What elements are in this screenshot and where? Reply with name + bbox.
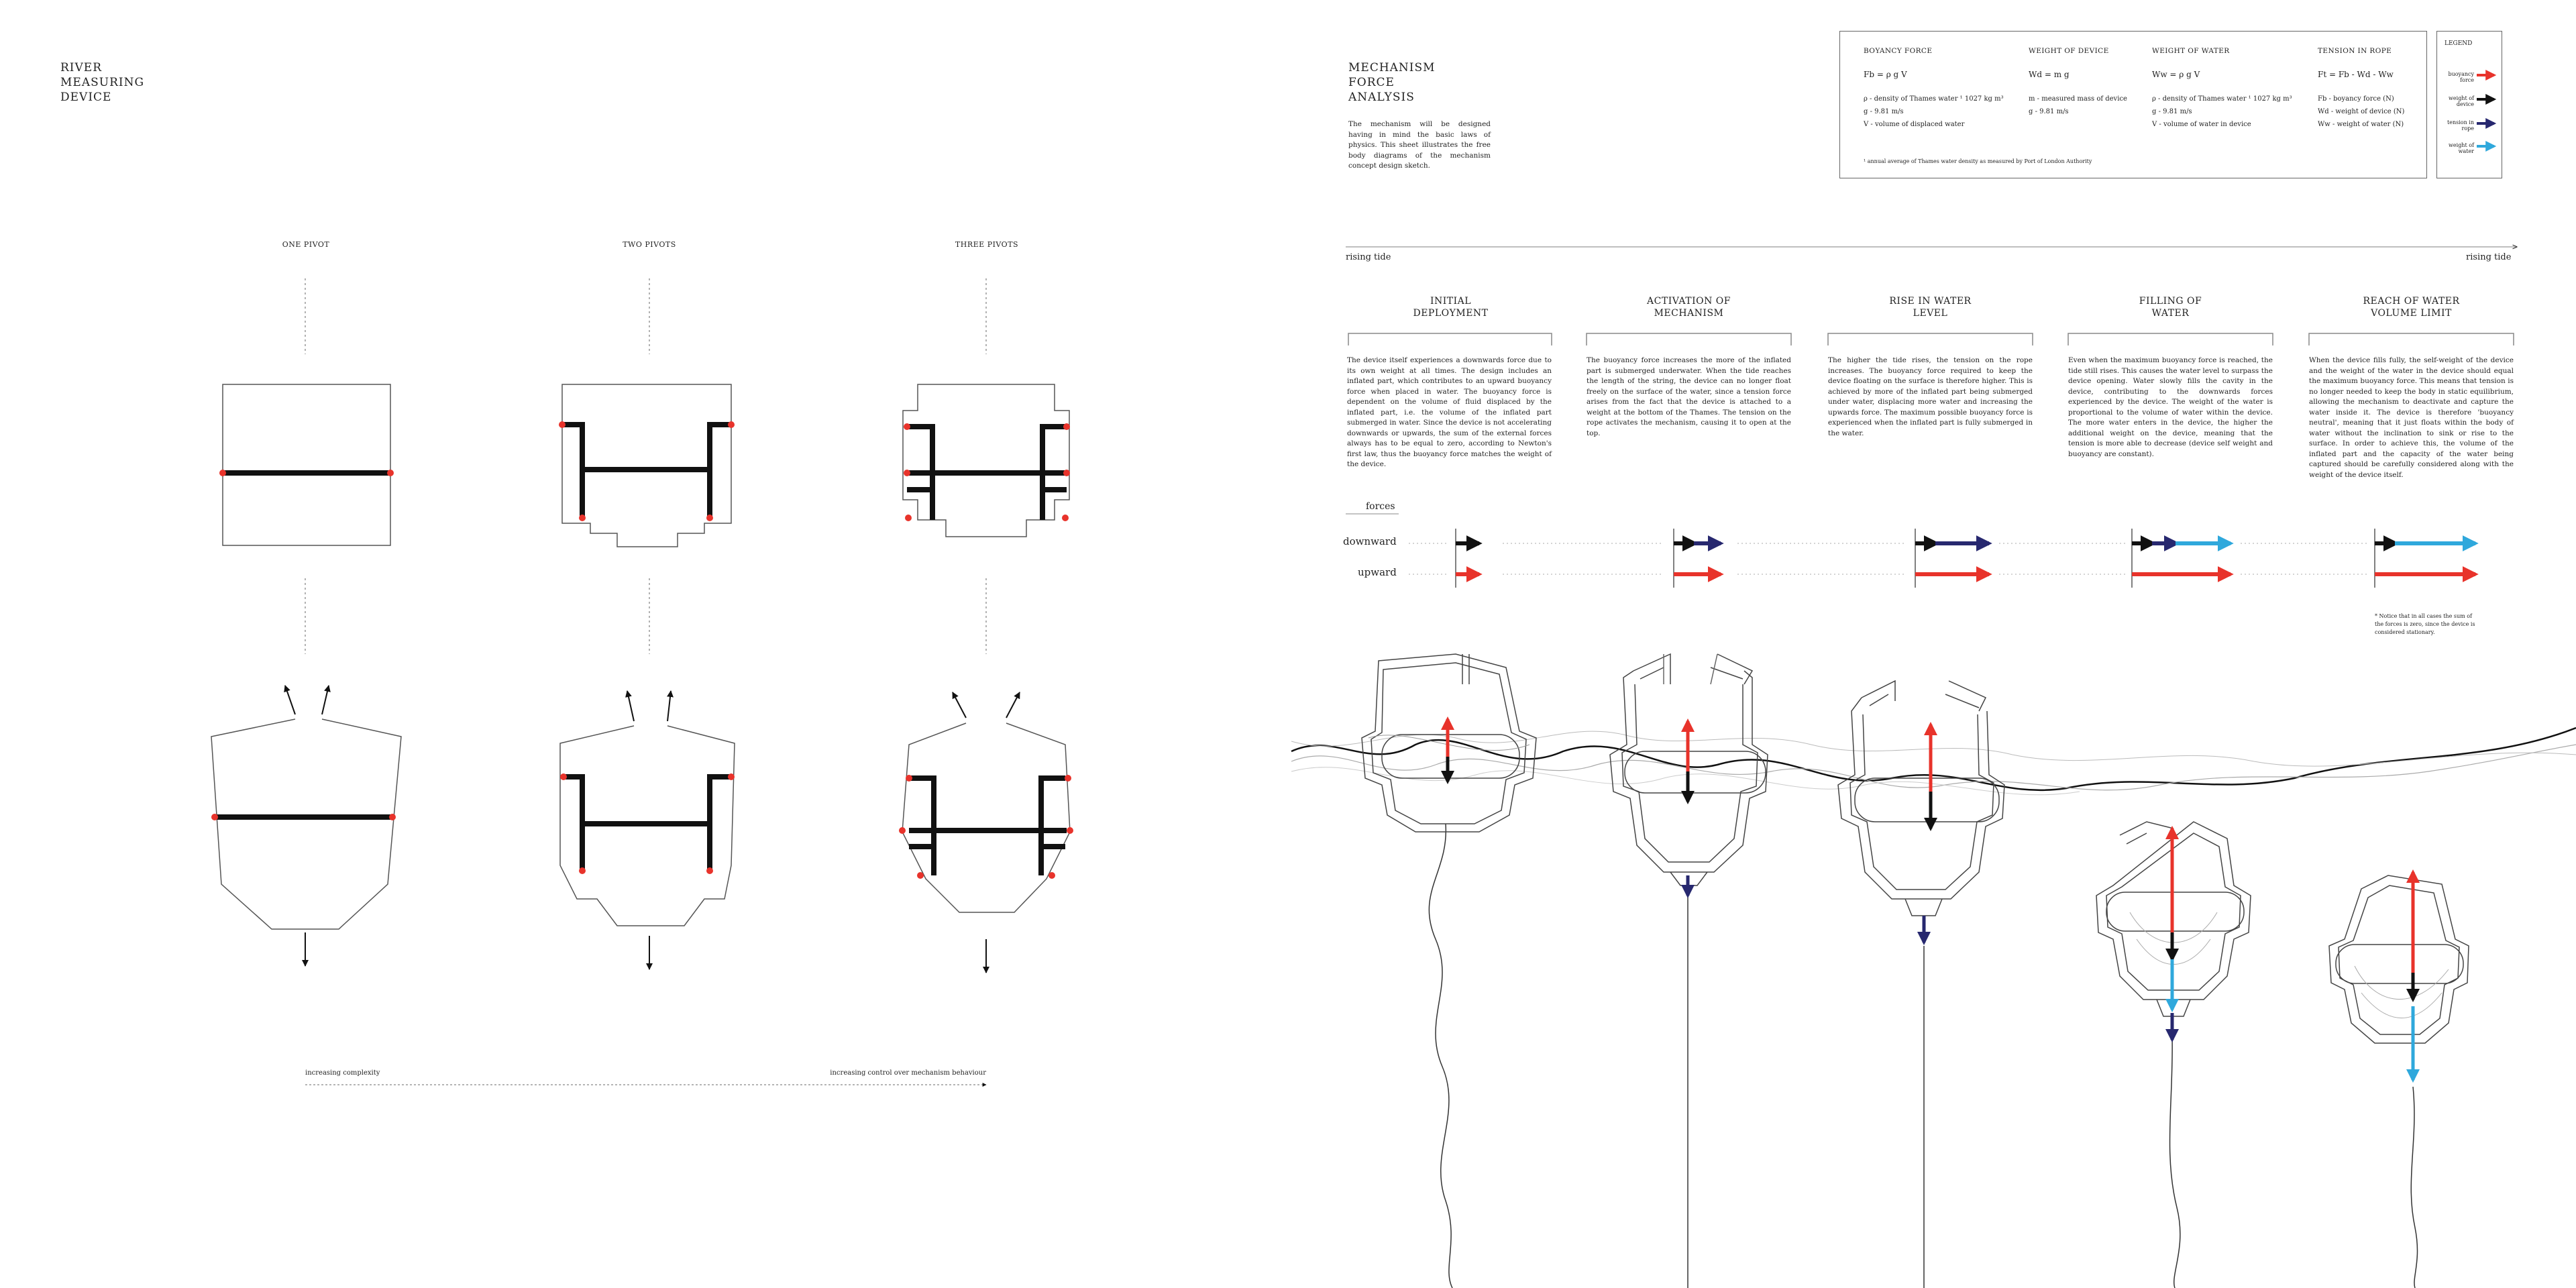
column-label-one-pivot: ONE PIVOT [282, 240, 330, 249]
formula-tension: TENSION IN ROPE Ft = Fb - Wd - Ww Fb - b… [2318, 47, 2405, 128]
formula-buoyancy: BOYANCY FORCE Fb = ρ g V ρ - density of … [1864, 47, 2004, 128]
upward-label: upward [1358, 566, 1397, 578]
formula-panel [1839, 31, 2427, 178]
stage-text-volume-limit: When the device fills fully, the self-we… [2309, 356, 2514, 479]
stage-title-filling: FILLING OF WATER [2139, 296, 2202, 319]
stage-text-activation: The buoyancy force increases the more of… [1587, 356, 1791, 437]
stage-text-initial-deployment: The device itself experiences a downward… [1347, 356, 1552, 468]
legend-item-tension: tension in rope [2447, 119, 2474, 131]
equilibrium-note: * Notice that in all cases the sum of th… [2375, 613, 2475, 635]
intro-text: The mechanism will be designed having in… [1348, 120, 1491, 170]
one-pivot-box [219, 384, 394, 546]
stage-title-initial-deployment: INITIAL DEPLOYMENT [1413, 296, 1489, 319]
legend-item-buoyancy: buoyancy force [2448, 71, 2474, 83]
formula-weight-device: WEIGHT OF DEVICE Wd = m g m - measured m… [2029, 47, 2127, 115]
axis-label-increasing-control: increasing control over mechanism behavi… [830, 1069, 986, 1077]
one-pivot-open [211, 685, 402, 967]
axis-label-increasing-complexity: increasing complexity [305, 1069, 380, 1077]
two-pivots-box [559, 384, 735, 547]
column-label-two-pivots: TWO PIVOTS [623, 240, 676, 249]
stage-text-filling: Even when the maximum buoyancy force is … [2068, 356, 2273, 458]
left-sheet-title: RIVER MEASURING DEVICE [60, 61, 145, 104]
device-stage-5 [2328, 875, 2469, 1044]
column-label-three-pivots: THREE PIVOTS [955, 240, 1019, 249]
three-pivots-box [902, 384, 1070, 537]
right-sheet-title: MECHANISM FORCE ANALYSIS [1348, 61, 1436, 104]
device-stage-4 [2096, 821, 2251, 1017]
stage-title-activation: ACTIVATION OF MECHANISM [1647, 296, 1731, 319]
force-bars [1409, 529, 2479, 588]
legend-title: LEGEND [2445, 40, 2473, 47]
device-stage-3 [1837, 680, 2005, 916]
formula-footnote: ¹ annual average of Thames water density… [1864, 158, 2092, 164]
water-surface-main [1291, 727, 2576, 792]
legend-item-water: weight of water [2449, 142, 2474, 154]
forces-label: forces [1366, 501, 1395, 512]
legend-item-device: weight of device [2449, 95, 2474, 107]
pivot-concept-diagrams [211, 278, 1073, 1087]
formula-weight-water: WEIGHT OF WATER Ww = ρ g V ρ - density o… [2152, 47, 2292, 128]
three-pivots-open [899, 692, 1073, 973]
legend-panel [2436, 31, 2502, 178]
tide-label-right: rising tide [2466, 252, 2512, 262]
stage-title-rise: RISE IN WATER LEVEL [1889, 296, 1972, 319]
stage-title-volume-limit: REACH OF WATER VOLUME LIMIT [2363, 296, 2460, 319]
tide-label-left: rising tide [1346, 252, 1391, 262]
stage-text-rise: The higher the tide rises, the tension o… [1828, 356, 2033, 437]
two-pivots-open [559, 690, 735, 970]
device-stage-2 [1609, 653, 1768, 886]
downward-label: downward [1343, 535, 1397, 547]
